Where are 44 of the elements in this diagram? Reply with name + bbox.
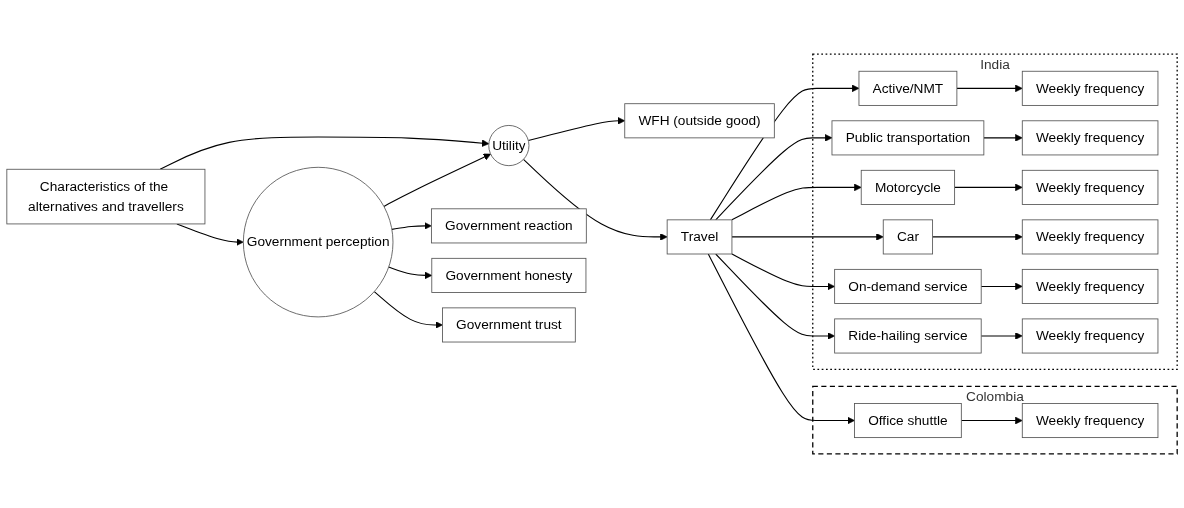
- node-box: Weekly frequency: [1021, 219, 1159, 255]
- arrow: [527, 117, 626, 142]
- arrow: [707, 253, 855, 425]
- node-box: On-demand service: [834, 268, 982, 304]
- node-box: Government honesty: [431, 257, 587, 293]
- arrow: [522, 158, 668, 241]
- node-box: Office shuttle: [854, 403, 962, 439]
- node-box: Government reaction: [431, 208, 587, 244]
- node-box: Weekly frequency: [1021, 120, 1159, 156]
- node-circle: Government perception: [242, 166, 394, 318]
- arrow: [956, 84, 1023, 93]
- node-box: Car: [882, 219, 933, 255]
- arrow: [731, 233, 884, 241]
- arrow: [715, 134, 833, 221]
- node-box: Active/NMT: [858, 70, 958, 106]
- arrow: [176, 223, 244, 246]
- arrow: [983, 134, 1023, 142]
- node-box: Weekly frequency: [1021, 403, 1159, 439]
- node-box: Weekly frequency: [1021, 318, 1159, 354]
- node-box: Travel: [666, 219, 733, 255]
- arrow: [373, 291, 443, 329]
- arrow: [932, 233, 1023, 241]
- node-circle: Utility: [488, 125, 530, 167]
- arrow: [388, 266, 433, 280]
- node-box: Weekly frequency: [1021, 268, 1159, 304]
- arrow: [980, 332, 1023, 340]
- arrow: [709, 84, 860, 221]
- arrow: [715, 253, 835, 340]
- arrow: [159, 136, 490, 170]
- arrow: [391, 222, 432, 230]
- node-box: Government trust: [442, 307, 576, 343]
- arrow: [960, 416, 1023, 425]
- node-box: Weekly frequency: [1021, 169, 1159, 205]
- node-box: Motorcycle: [860, 169, 956, 205]
- arrow: [383, 153, 491, 207]
- arrow: [731, 183, 862, 221]
- arrow: [954, 183, 1023, 192]
- node-box: Public transportation: [831, 120, 985, 156]
- arrow: [980, 282, 1023, 291]
- node-box: Weekly frequency: [1021, 70, 1159, 106]
- node-box: WFH (outside good): [624, 103, 775, 139]
- node-box: Ride-hailing service: [834, 318, 982, 354]
- arrow: [731, 253, 835, 291]
- node-box: Characteristics of the alternatives and travellers: [6, 168, 206, 225]
